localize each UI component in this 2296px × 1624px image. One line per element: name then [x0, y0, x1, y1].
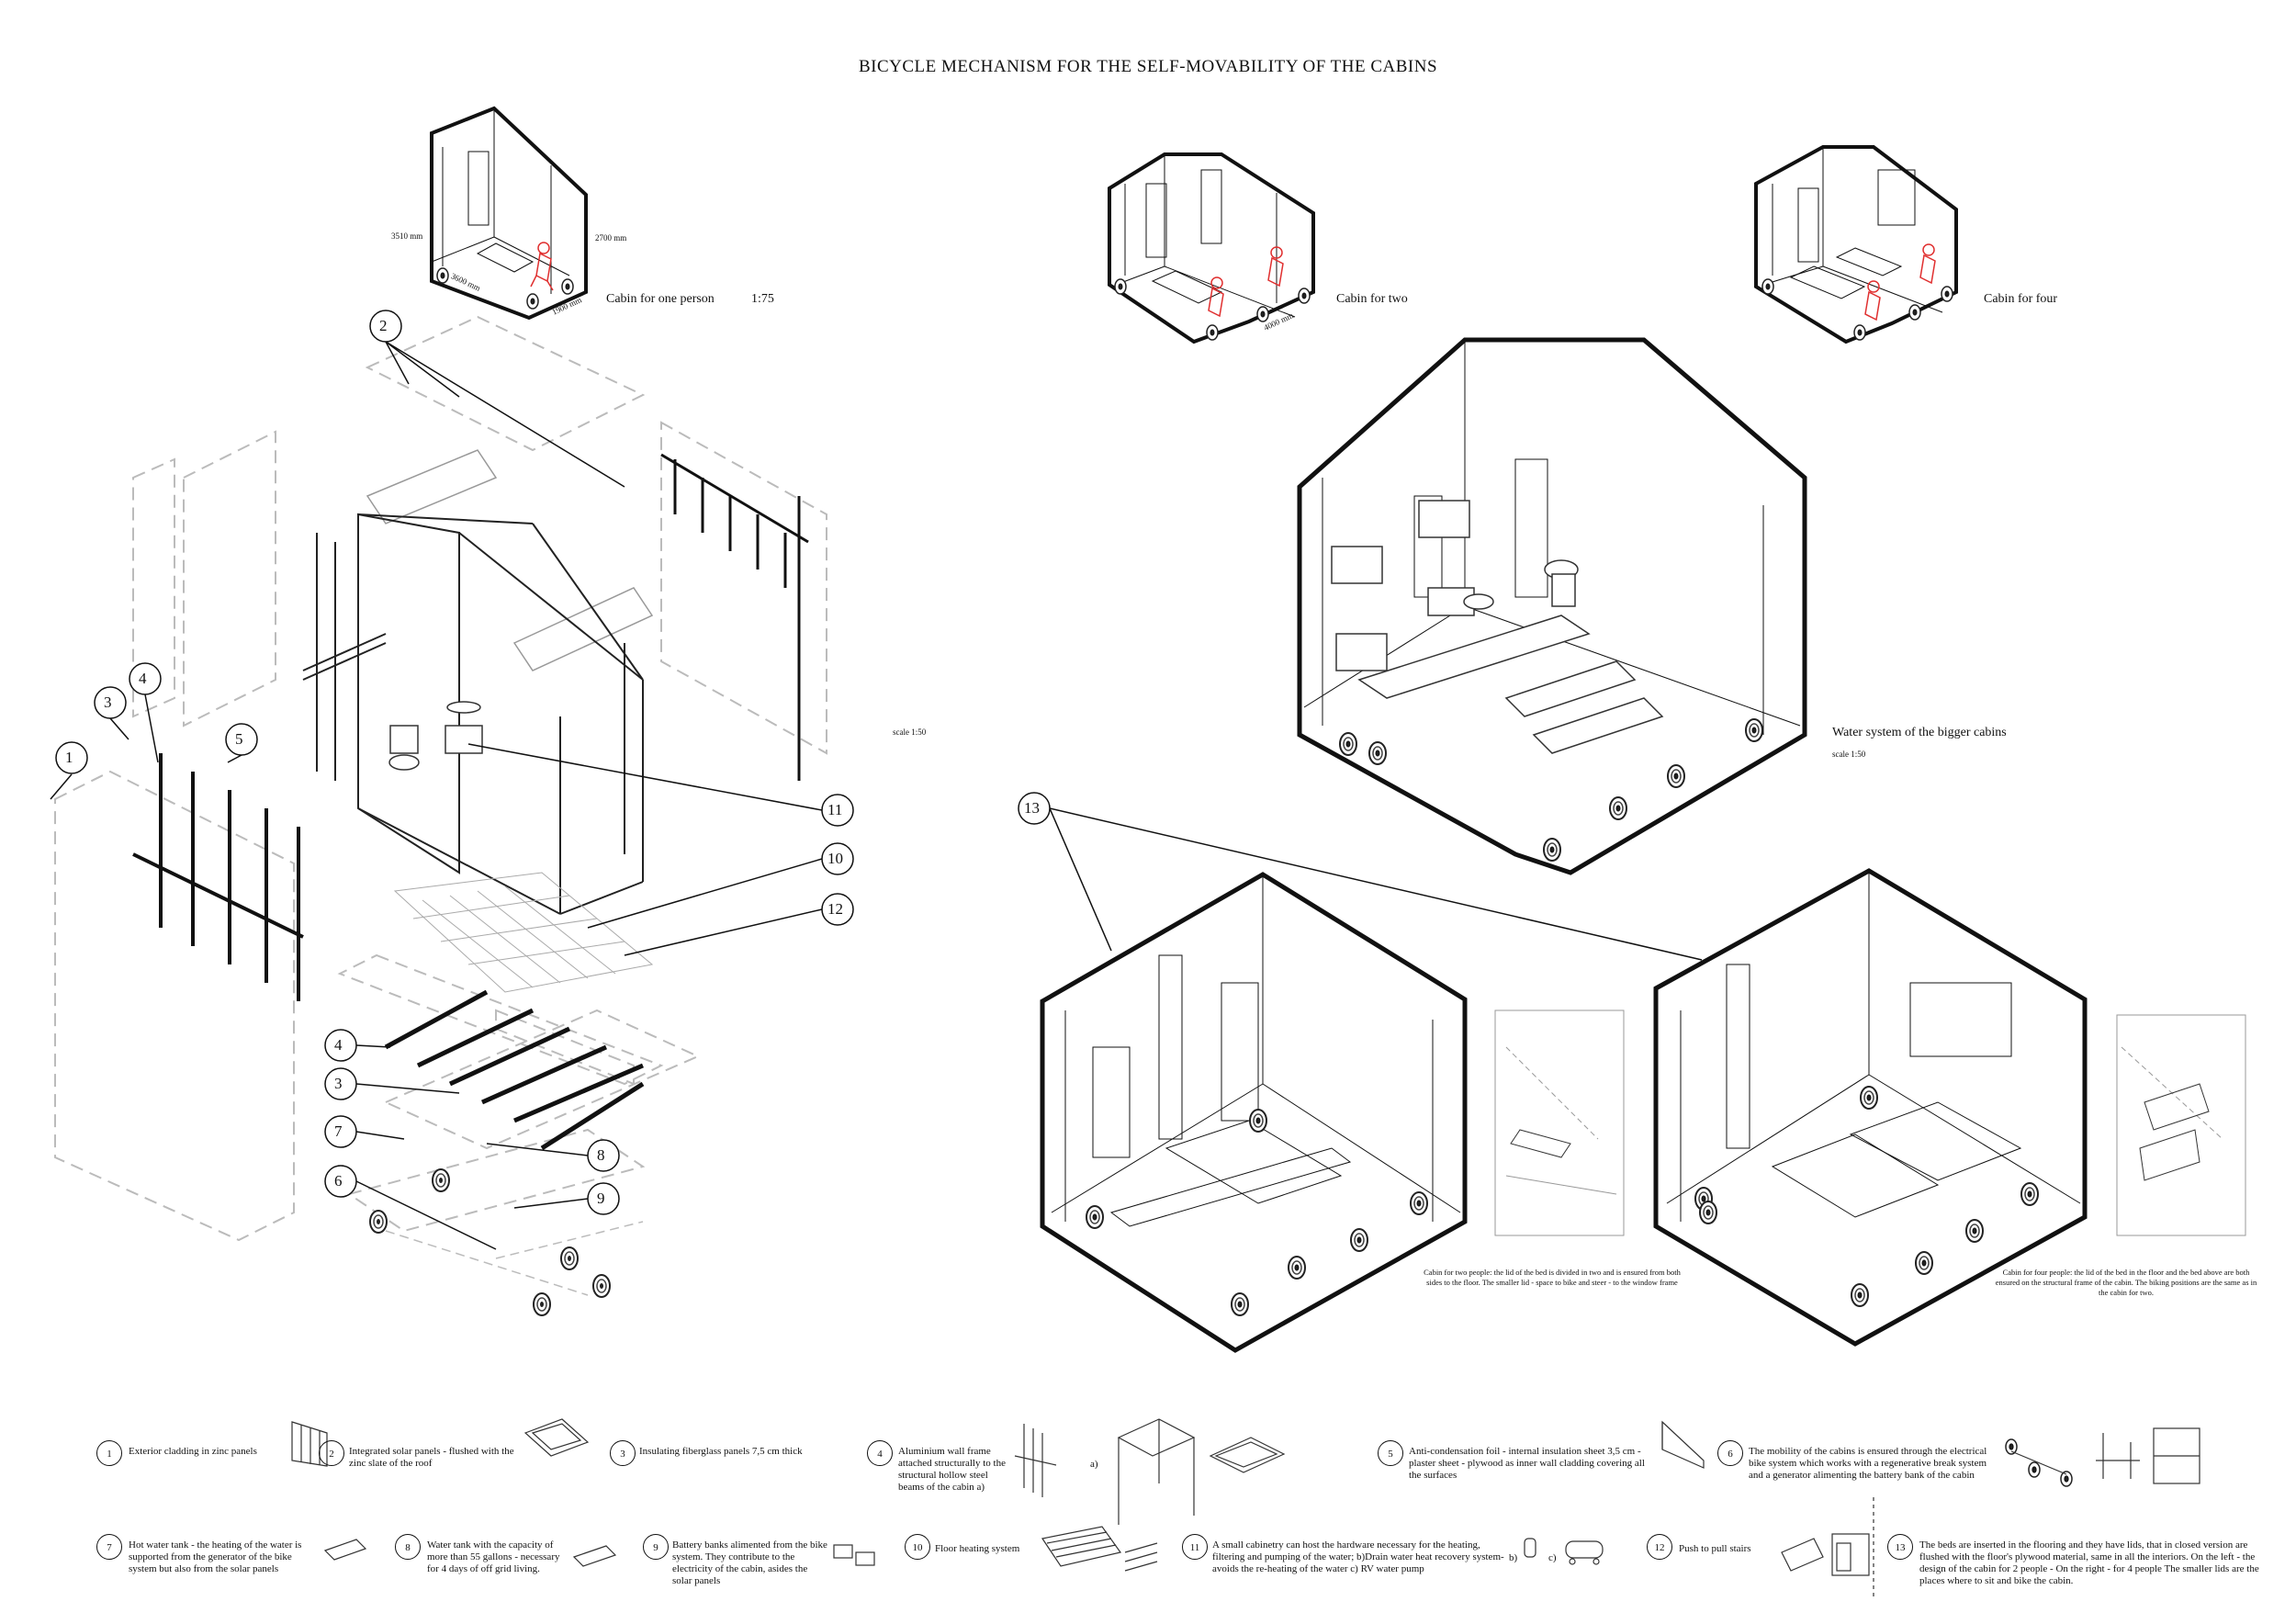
callout-3: 3 [104, 694, 112, 711]
cabin-four-caption: Cabin for four [1984, 292, 2058, 306]
inset-four-people [2116, 1014, 2246, 1236]
callout-12: 12 [827, 900, 843, 918]
callout-8: 8 [597, 1146, 605, 1164]
legend-text-12: Push to pull stairs [1679, 1543, 1751, 1554]
legend-number-13: 13 [1887, 1534, 1913, 1560]
legend-number-11: 11 [1182, 1534, 1208, 1560]
inset-two-people [1494, 1009, 1625, 1236]
legend-text-3: Insulating fiberglass panels 7,5 cm thic… [639, 1446, 803, 1457]
legend-text-9: Battery banks alimented from the bike sy… [672, 1539, 827, 1586]
callout-1: 1 [65, 749, 73, 766]
legend-label-b: b) [1509, 1552, 1518, 1563]
cabin-one-scale: 1:75 [751, 292, 774, 306]
cabin-two-large-drawing [1040, 872, 1468, 1353]
legend-number-7: 7 [96, 1534, 122, 1560]
note-two-people: Cabin for two people: the lid of the bed… [1424, 1268, 1681, 1287]
legend-number-2: 2 [319, 1440, 344, 1466]
note-four-people: Cabin for four people: the lid of the be… [1995, 1268, 2257, 1297]
legend-label-a: a) [1090, 1459, 1098, 1470]
dim-height-right: 2700 mm [595, 233, 627, 242]
legend-number-4: 4 [867, 1440, 893, 1466]
legend-text-6: The mobility of the cabins is ensured th… [1749, 1446, 1987, 1481]
callout-3-bottom: 3 [334, 1075, 343, 1092]
callout-7: 7 [334, 1122, 343, 1140]
legend-text-8: Water tank with the capacity of more tha… [427, 1539, 560, 1574]
cabin-four-large-drawing [1653, 868, 2088, 1347]
legend-text-13: The beds are inserted in the flooring an… [1919, 1539, 2259, 1586]
callout-4-top: 4 [139, 670, 147, 687]
legend-text-4: Aluminium wall frame attached structural… [898, 1446, 1006, 1493]
page-title: BICYCLE MECHANISM FOR THE SELF-MOVABILIT… [858, 57, 1438, 76]
legend-number-10: 10 [905, 1534, 930, 1560]
water-system-cabin-drawing [1297, 337, 1807, 875]
legend-text-10: Floor heating system [935, 1543, 1020, 1554]
cabin-one-caption: Cabin for one person [606, 292, 715, 306]
cabin-one-person-drawing [430, 106, 588, 321]
callouts-exploded [50, 310, 1703, 1250]
legend-number-5: 5 [1378, 1440, 1403, 1466]
legend-text-1: Exterior cladding in zinc panels [129, 1446, 257, 1457]
legend-text-7: Hot water tank - the heating of the wate… [129, 1539, 302, 1574]
legend-text-11: A small cabinetry can host the hardware … [1212, 1539, 1504, 1574]
legend-number-3: 3 [610, 1440, 636, 1466]
water-system-scale: scale 1:50 [1832, 750, 1866, 759]
cabin-two-drawing [1108, 152, 1315, 344]
callout-4: 4 [334, 1036, 343, 1054]
callout-9: 9 [597, 1190, 605, 1207]
legend-text-5: Anti-condensation foil - internal insula… [1409, 1446, 1645, 1481]
legend-number-9: 9 [643, 1534, 669, 1560]
callout-13: 13 [1024, 799, 1040, 817]
callout-2: 2 [379, 317, 388, 334]
legend-icons [291, 1418, 2200, 1598]
legend-number-1: 1 [96, 1440, 122, 1466]
water-system-caption: Water system of the bigger cabins [1832, 726, 2007, 739]
legend-number-12: 12 [1647, 1534, 1672, 1560]
exploded-axonometric [54, 315, 827, 1316]
legend-text-2: Integrated solar panels - flushed with t… [349, 1446, 514, 1469]
callout-6: 6 [334, 1172, 343, 1190]
callout-10: 10 [827, 850, 843, 867]
cabin-two-caption: Cabin for two [1336, 292, 1408, 306]
legend-number-6: 6 [1717, 1440, 1743, 1466]
legend-number-8: 8 [395, 1534, 421, 1560]
dim-height-left: 3510 mm [391, 231, 423, 241]
cabin-four-drawing [1754, 145, 1958, 344]
callout-11: 11 [827, 801, 843, 818]
exploded-scale: scale 1:50 [893, 727, 927, 737]
legend-label-c: c) [1548, 1552, 1557, 1563]
callout-5: 5 [235, 730, 243, 748]
